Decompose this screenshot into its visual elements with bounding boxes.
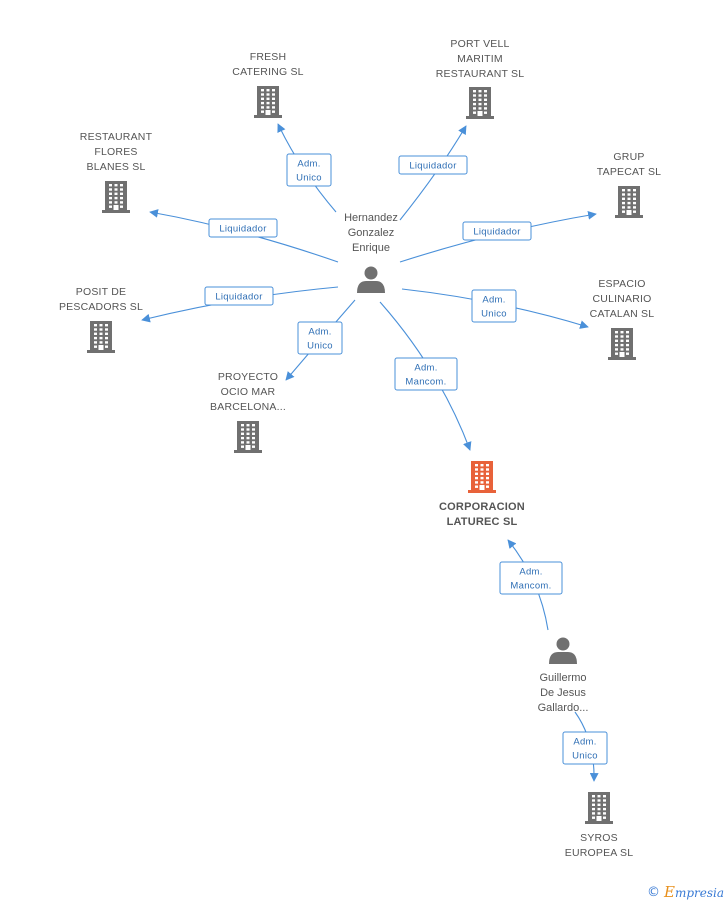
person-node-guillermo[interactable]: Guillermo De JesusGallardo... xyxy=(538,637,589,715)
company-name: CORPORACION xyxy=(439,501,525,513)
person-name: Gonzalez xyxy=(348,227,394,239)
role-text: Unico xyxy=(307,341,333,352)
role-text: Liquidador xyxy=(219,224,266,235)
role-label[interactable]: Adm. Unico xyxy=(471,289,517,323)
role-label[interactable]: Adm. Unico xyxy=(297,321,343,355)
copyright-icon: © xyxy=(646,884,660,900)
company-name: SYROS xyxy=(580,832,618,844)
company-name: RESTAURANT xyxy=(80,131,153,143)
company-node-laturec[interactable]: CORPORACION LATUREC SL xyxy=(439,461,525,528)
edge-fresh: Adm. Unico xyxy=(277,123,337,213)
role-text: Adm. xyxy=(297,159,320,170)
person-name: Hernandez xyxy=(344,212,398,224)
company-name: BLANES SL xyxy=(87,161,146,173)
company-name: TAPECAT SL xyxy=(597,166,661,178)
role-text: Liquidador xyxy=(473,227,520,238)
building-icon xyxy=(102,181,130,213)
company-name: GRUP xyxy=(613,151,644,163)
role-text: Adm. xyxy=(573,737,596,748)
edge-proyecto: Adm. Unico xyxy=(285,299,356,381)
company-name: PROYECTO xyxy=(218,371,278,383)
company-name: POSIT DE xyxy=(76,286,126,298)
edge-syros: Adm. Unico xyxy=(562,711,608,782)
building-icon xyxy=(608,328,636,360)
company-name: BARCELONA... xyxy=(210,401,286,413)
role-label[interactable]: Adm. Mancom. xyxy=(394,357,458,391)
company-name: LATUREC SL xyxy=(447,516,518,528)
company-name: PORT VELL xyxy=(450,38,509,50)
edge-flores: Liquidador xyxy=(149,209,339,263)
company-node-tapecat[interactable]: GRUP TAPECAT SL xyxy=(597,151,661,218)
edge-espacio: Adm. Unico xyxy=(401,288,589,329)
role-text: Unico xyxy=(572,751,598,762)
person-icon xyxy=(357,266,385,293)
brand-logo[interactable]: Empresia xyxy=(663,883,724,901)
person-name: Gallardo... xyxy=(538,702,589,714)
company-name: CATERING SL xyxy=(232,66,303,78)
company-name: PESCADORS SL xyxy=(59,301,143,313)
role-text: Adm. xyxy=(519,567,542,578)
person-name: Enrique xyxy=(352,242,390,254)
company-name: FRESH xyxy=(250,51,287,63)
role-text: Liquidador xyxy=(215,292,262,303)
building-icon xyxy=(468,461,496,493)
company-name: FLORES xyxy=(94,146,137,158)
company-node-proyecto[interactable]: PROYECTO OCIO MAR BARCELONA... xyxy=(210,371,286,453)
edge-posit: Liquidador xyxy=(141,286,339,323)
edge-tapecat: Liquidador xyxy=(399,210,597,263)
role-text: Adm. xyxy=(308,327,331,338)
person-name: De Jesus xyxy=(540,687,586,699)
building-icon xyxy=(254,86,282,118)
role-label[interactable]: Adm. Unico xyxy=(562,731,608,765)
role-label[interactable]: Liquidador xyxy=(398,155,468,175)
company-node-espacio[interactable]: ESPACIO CULINARIO CATALAN SL xyxy=(590,278,655,360)
company-node-syros[interactable]: SYROS EUROPEA SL xyxy=(565,792,634,859)
company-name: MARITIM xyxy=(457,53,503,65)
company-node-portvell[interactable]: PORT VELL MARITIM RESTAURANT SL xyxy=(436,38,525,119)
company-name: EUROPEA SL xyxy=(565,847,634,859)
role-label[interactable]: Liquidador xyxy=(208,218,278,238)
edge-laturec-h: Adm. Mancom. xyxy=(379,301,472,451)
edge-laturec-g: Adm. Mancom. xyxy=(499,539,563,631)
role-text: Unico xyxy=(296,173,322,184)
role-label[interactable]: Liquidador xyxy=(462,221,532,241)
role-text: Mancom. xyxy=(510,581,551,592)
role-text: Liquidador xyxy=(409,161,456,172)
building-icon xyxy=(585,792,613,824)
building-icon xyxy=(615,186,643,218)
person-icon xyxy=(549,637,577,664)
company-name: RESTAURANT SL xyxy=(436,68,525,80)
role-label[interactable]: Liquidador xyxy=(204,286,274,306)
company-node-flores[interactable]: RESTAURANT FLORES BLANES SL xyxy=(80,131,153,213)
company-node-posit[interactable]: POSIT DE PESCADORS SL xyxy=(59,286,143,353)
building-icon xyxy=(466,87,494,119)
edge-portvell: Liquidador xyxy=(398,125,468,221)
company-name: CULINARIO xyxy=(593,293,652,305)
building-icon xyxy=(87,321,115,353)
role-label[interactable]: Adm. Unico xyxy=(286,153,332,187)
company-name: ESPACIO xyxy=(598,278,645,290)
person-name: Guillermo xyxy=(539,672,586,684)
role-label[interactable]: Adm. Mancom. xyxy=(499,561,563,595)
role-text: Mancom. xyxy=(405,377,446,388)
role-text: Adm. xyxy=(482,295,505,306)
building-icon xyxy=(234,421,262,453)
company-name: OCIO MAR xyxy=(221,386,276,398)
role-text: Unico xyxy=(481,309,507,320)
footer-brand: © Empresia xyxy=(647,883,724,901)
company-node-fresh[interactable]: FRESH CATERING SL xyxy=(232,51,304,118)
role-text: Adm. xyxy=(414,363,437,374)
company-name: CATALAN SL xyxy=(590,308,655,320)
